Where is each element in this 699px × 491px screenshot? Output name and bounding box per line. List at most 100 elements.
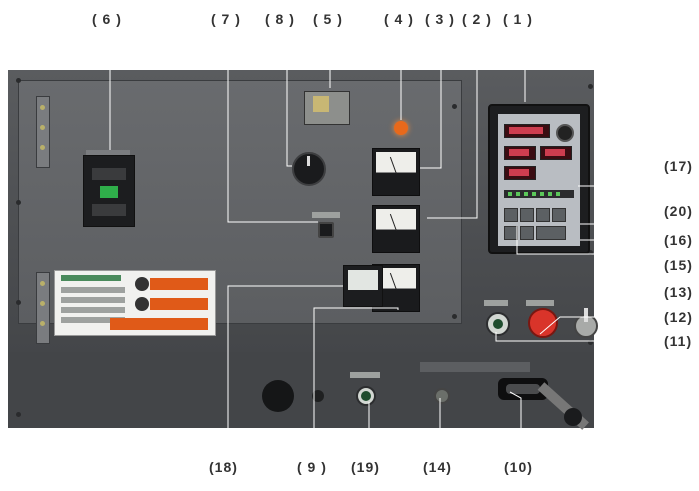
breaker-pole [92, 204, 126, 216]
panel-toggle-switch[interactable] [574, 308, 598, 338]
label-text-line [61, 287, 125, 293]
lower-switch-button[interactable] [356, 386, 376, 406]
hazard-label-bar [110, 318, 208, 330]
meter-face [376, 268, 416, 291]
callout-17: (17) [664, 158, 693, 174]
button-core [493, 319, 503, 329]
hinge-screw [40, 145, 45, 150]
label-heading-strip [61, 275, 121, 281]
controller-module [488, 104, 590, 254]
status-led [524, 192, 528, 196]
panel-bolt [588, 250, 593, 255]
panel-bolt [16, 300, 21, 305]
callout-8: ( 8 ) [265, 11, 295, 27]
hinge-screw [40, 125, 45, 130]
leader-line [427, 30, 478, 219]
label-text-line [61, 317, 125, 323]
callout-13: (13) [664, 284, 693, 300]
selector-switch[interactable] [318, 222, 334, 238]
display-tertiary [504, 166, 536, 180]
keypad-button[interactable] [536, 208, 550, 222]
status-led [540, 192, 544, 196]
panel-meter-upper [372, 148, 420, 196]
leader-line [597, 291, 662, 323]
panel-hinge-bottom [36, 272, 50, 344]
leader-line [539, 316, 662, 335]
sensor-cap [313, 96, 329, 112]
display-digits [545, 149, 565, 156]
display-digits [509, 169, 529, 176]
callout-6: ( 6 ) [92, 11, 122, 27]
keypad-button[interactable] [520, 226, 534, 240]
main-circuit-breaker[interactable] [83, 155, 135, 227]
panel-bolt [588, 84, 593, 89]
meter-face [376, 152, 416, 175]
leader-line [286, 30, 292, 167]
status-led [508, 192, 512, 196]
switch-label [350, 372, 380, 378]
receptacle-cover [262, 380, 294, 412]
hazard-label-bar [150, 278, 208, 290]
hinge-screw [40, 321, 45, 326]
callout-11: (11) [664, 333, 693, 349]
keypad-button[interactable] [552, 208, 566, 222]
leader-line [516, 226, 662, 265]
warning-pictogram [135, 297, 149, 311]
meter-face [376, 209, 416, 232]
panel-grommet [312, 390, 324, 402]
controller-faceplate [498, 114, 580, 246]
toggle-stem [584, 308, 588, 322]
panel-bolt [16, 200, 21, 205]
door-handle[interactable] [498, 378, 548, 400]
status-led [556, 192, 560, 196]
button-label [526, 300, 554, 306]
status-led [548, 192, 552, 196]
panel-bolt [16, 412, 21, 417]
status-led-bar [504, 190, 574, 198]
callout-19: (19) [351, 459, 380, 475]
display-primary [504, 124, 550, 138]
keypad-button[interactable] [520, 208, 534, 222]
keypad-button[interactable] [536, 226, 566, 240]
panel-bolt [452, 104, 457, 109]
handle-lever-knob [564, 408, 582, 426]
panel-hinge-top [36, 96, 50, 168]
callout-12: (12) [664, 309, 693, 325]
panel-bolt [588, 340, 593, 345]
green-start-button[interactable] [486, 312, 510, 336]
button-core [361, 391, 371, 401]
callout-3: ( 3 ) [425, 11, 455, 27]
callout-20: (20) [664, 203, 693, 219]
leader-line [578, 165, 662, 187]
leader-line [495, 332, 662, 342]
controller-rotary[interactable] [556, 124, 574, 142]
label-text-line [61, 307, 125, 313]
display-secondary-right [540, 146, 572, 160]
status-led [532, 192, 536, 196]
display-digits [509, 149, 529, 156]
leader-line [227, 285, 343, 450]
hinge-screw [40, 281, 45, 286]
label-text-line [61, 297, 125, 303]
callout-14: (14) [423, 459, 452, 475]
hinge-screw [40, 301, 45, 306]
callout-5: ( 5 ) [313, 11, 343, 27]
leader-line [227, 30, 318, 223]
warning-pictogram [135, 277, 149, 291]
adjustment-knob[interactable] [292, 152, 326, 186]
display-digits [509, 127, 543, 134]
hour-meter-face [348, 270, 378, 290]
callout-4: ( 4 ) [384, 11, 414, 27]
panel-sensor-module [304, 91, 350, 125]
keypad-button[interactable] [504, 208, 518, 222]
panel-bolt [452, 314, 457, 319]
callout-15: (15) [664, 257, 693, 273]
hazard-label-bar [150, 298, 208, 310]
lower-toggle-switch[interactable] [434, 388, 450, 404]
callout-9: ( 9 ) [297, 459, 327, 475]
callout-10: (10) [504, 459, 533, 475]
callout-16: (16) [664, 232, 693, 248]
handle-slot [506, 384, 540, 394]
panel-bolt [16, 78, 21, 83]
callout-7: ( 7 ) [211, 11, 241, 27]
